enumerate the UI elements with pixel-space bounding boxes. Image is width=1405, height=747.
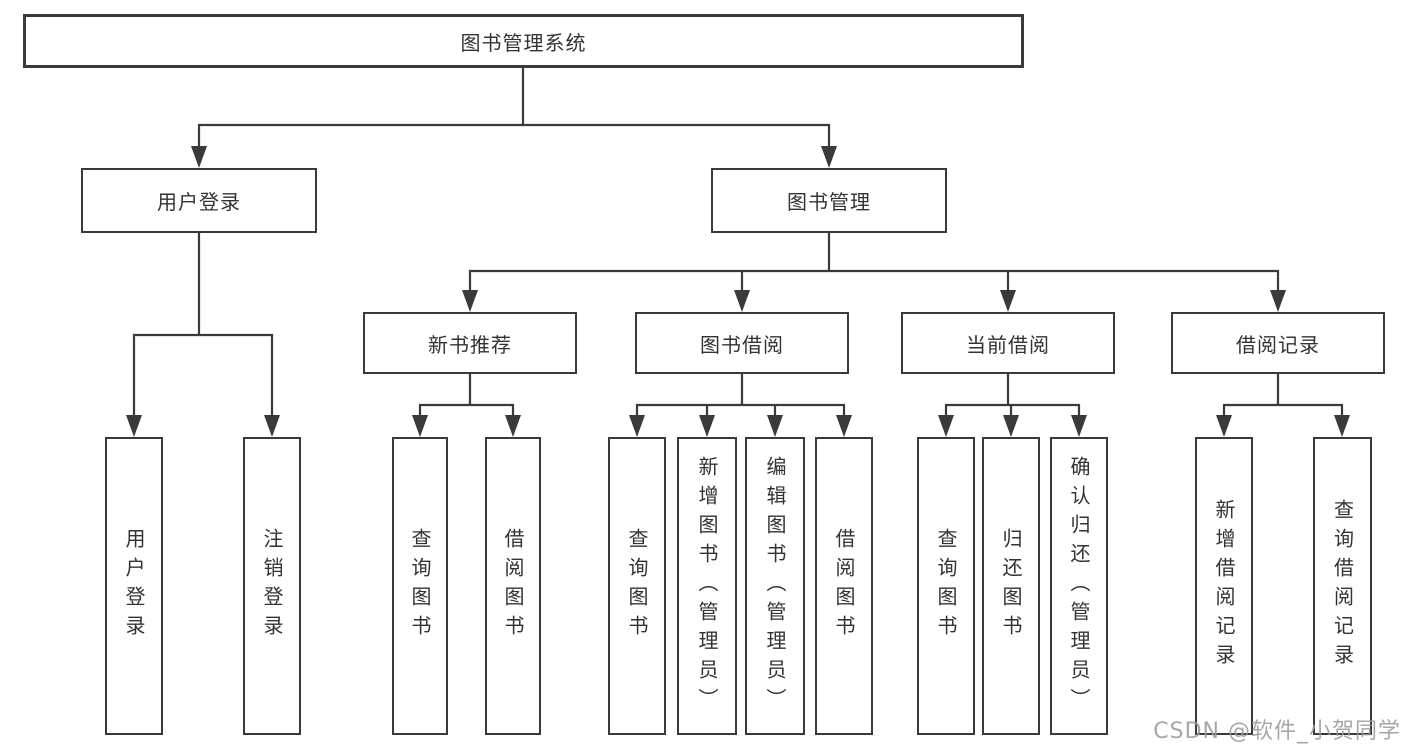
leaf-bb-add-books-label: 新增图书（管理员） [695, 455, 719, 717]
connector-new-book-rec-to-leaves [412, 374, 521, 437]
leaf-cb-query-books: 查询图书 [917, 437, 975, 735]
leaf-rec-query-books-label: 查询图书 [408, 528, 432, 644]
leaf-bb-add-books: 新增图书（管理员） [677, 437, 737, 735]
node-root-label: 图书管理系统 [460, 30, 587, 55]
leaf-rec-borrow-books: 借阅图书 [485, 437, 541, 735]
node-new-book-rec: 新书推荐 [363, 312, 577, 374]
node-borrow-records: 借阅记录 [1171, 312, 1385, 374]
leaf-cb-confirm-return: 确认归还（管理员） [1050, 437, 1108, 735]
leaf-rec-borrow-books-label: 借阅图书 [501, 528, 525, 644]
csdn-watermark: CSDN @软件_小贺同学 [1153, 719, 1401, 744]
leaf-user-login: 用户登录 [105, 437, 163, 735]
leaf-bb-query-books-label: 查询图书 [625, 528, 649, 644]
node-book-mgmt-label: 图书管理 [787, 190, 871, 214]
node-root: 图书管理系统 [23, 14, 1024, 68]
leaf-logout: 注销登录 [243, 437, 301, 735]
connector-book-mgmt-to-level2 [462, 233, 1286, 312]
leaf-logout-label: 注销登录 [260, 528, 284, 644]
leaf-cb-return-books: 归还图书 [982, 437, 1040, 735]
connector-borrow-records-to-leaves [1216, 374, 1350, 437]
connector-current-borrow-to-leaves [938, 374, 1087, 437]
node-book-mgmt: 图书管理 [711, 168, 947, 233]
node-new-book-rec-label: 新书推荐 [428, 332, 512, 357]
leaf-user-login-label: 用户登录 [122, 528, 146, 644]
node-borrow-records-label: 借阅记录 [1236, 332, 1320, 357]
leaf-bb-edit-books-label: 编辑图书（管理员） [763, 455, 787, 717]
leaf-br-add-record-label: 新增借阅记录 [1212, 499, 1236, 673]
node-book-borrow: 图书借阅 [635, 312, 849, 374]
node-current-borrow: 当前借阅 [901, 312, 1115, 374]
leaf-bb-borrow-books: 借阅图书 [815, 437, 873, 735]
leaf-bb-borrow-books-label: 借阅图书 [832, 528, 856, 644]
leaf-rec-query-books: 查询图书 [392, 437, 448, 735]
leaf-cb-query-books-label: 查询图书 [934, 528, 958, 644]
node-user-login-label: 用户登录 [157, 190, 241, 214]
connector-book-borrow-to-leaves [629, 374, 852, 437]
leaf-br-query-record: 查询借阅记录 [1313, 437, 1372, 735]
node-user-login: 用户登录 [81, 168, 317, 233]
leaf-cb-return-books-label: 归还图书 [999, 528, 1023, 644]
leaf-cb-confirm-return-label: 确认归还（管理员） [1067, 455, 1091, 717]
connector-user-login-to-leaves [126, 233, 280, 437]
leaf-br-add-record: 新增借阅记录 [1195, 437, 1253, 735]
leaf-br-query-record-label: 查询借阅记录 [1330, 499, 1355, 673]
leaf-bb-edit-books: 编辑图书（管理员） [745, 437, 805, 735]
node-book-borrow-label: 图书借阅 [700, 332, 784, 357]
node-current-borrow-label: 当前借阅 [966, 332, 1050, 357]
connector-root-to-level1 [191, 68, 837, 168]
leaf-bb-query-books: 查询图书 [608, 437, 666, 735]
